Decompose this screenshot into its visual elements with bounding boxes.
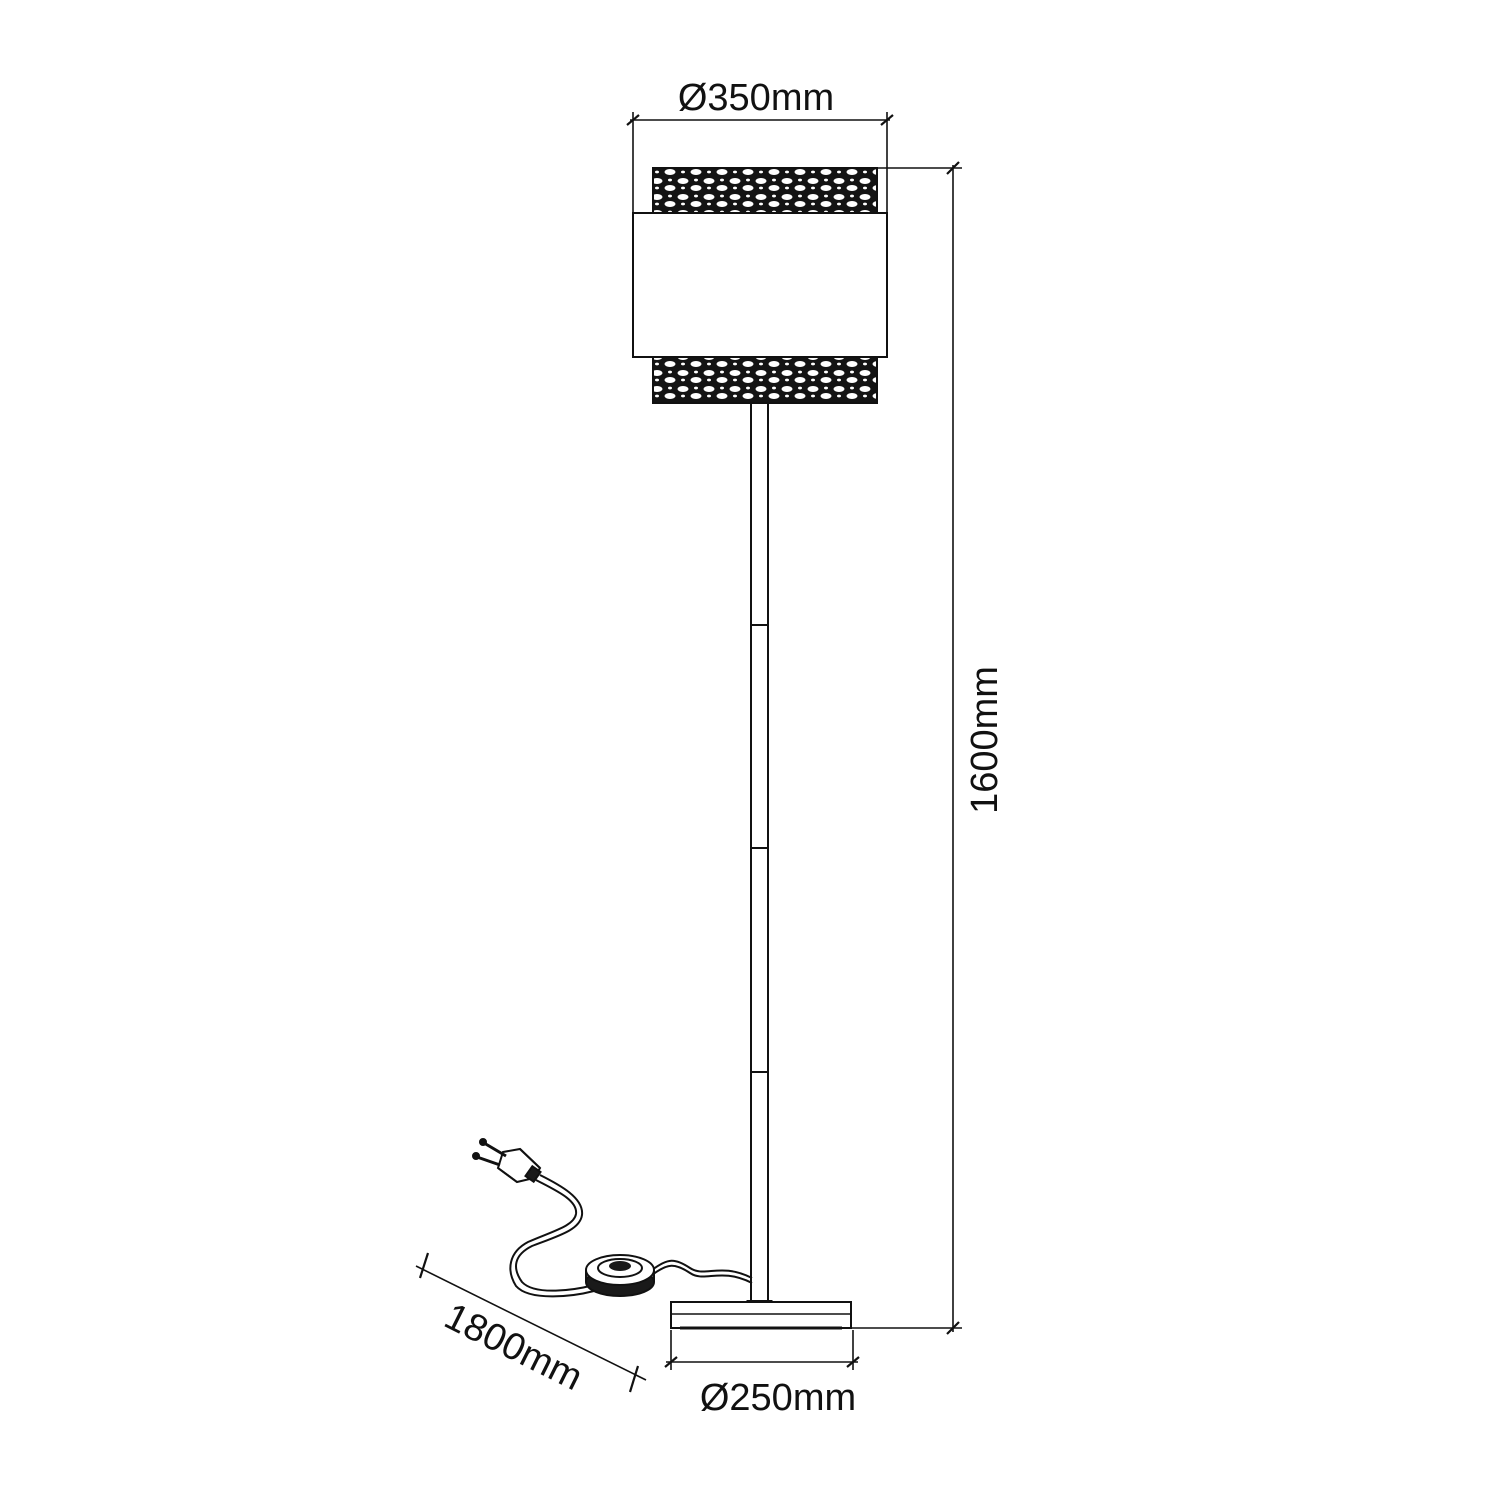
- lamp-shade-icon: [632, 167, 888, 404]
- base-icon: [670, 1301, 852, 1330]
- foot-switch-icon: [585, 1254, 655, 1297]
- dimension-shade-diameter: [626, 112, 894, 212]
- base-diameter-label: Ø250mm: [700, 1377, 856, 1419]
- shade-diameter-label: Ø350mm: [678, 77, 834, 119]
- dimension-base-diameter: [664, 1330, 860, 1370]
- pole-icon: [746, 402, 773, 1304]
- height-label: 1600mm: [964, 666, 1006, 814]
- dimension-cable-length: [415, 1252, 647, 1393]
- cable-length-label: 1800mm: [438, 1295, 589, 1399]
- shade-fabric-cylinder: [632, 212, 888, 358]
- cable-icon: [509, 1174, 753, 1298]
- shade-bottom-woven-band: [652, 356, 878, 404]
- shade-top-woven-band: [652, 167, 878, 214]
- plug-icon: [472, 1138, 542, 1184]
- dimension-height: [851, 161, 962, 1335]
